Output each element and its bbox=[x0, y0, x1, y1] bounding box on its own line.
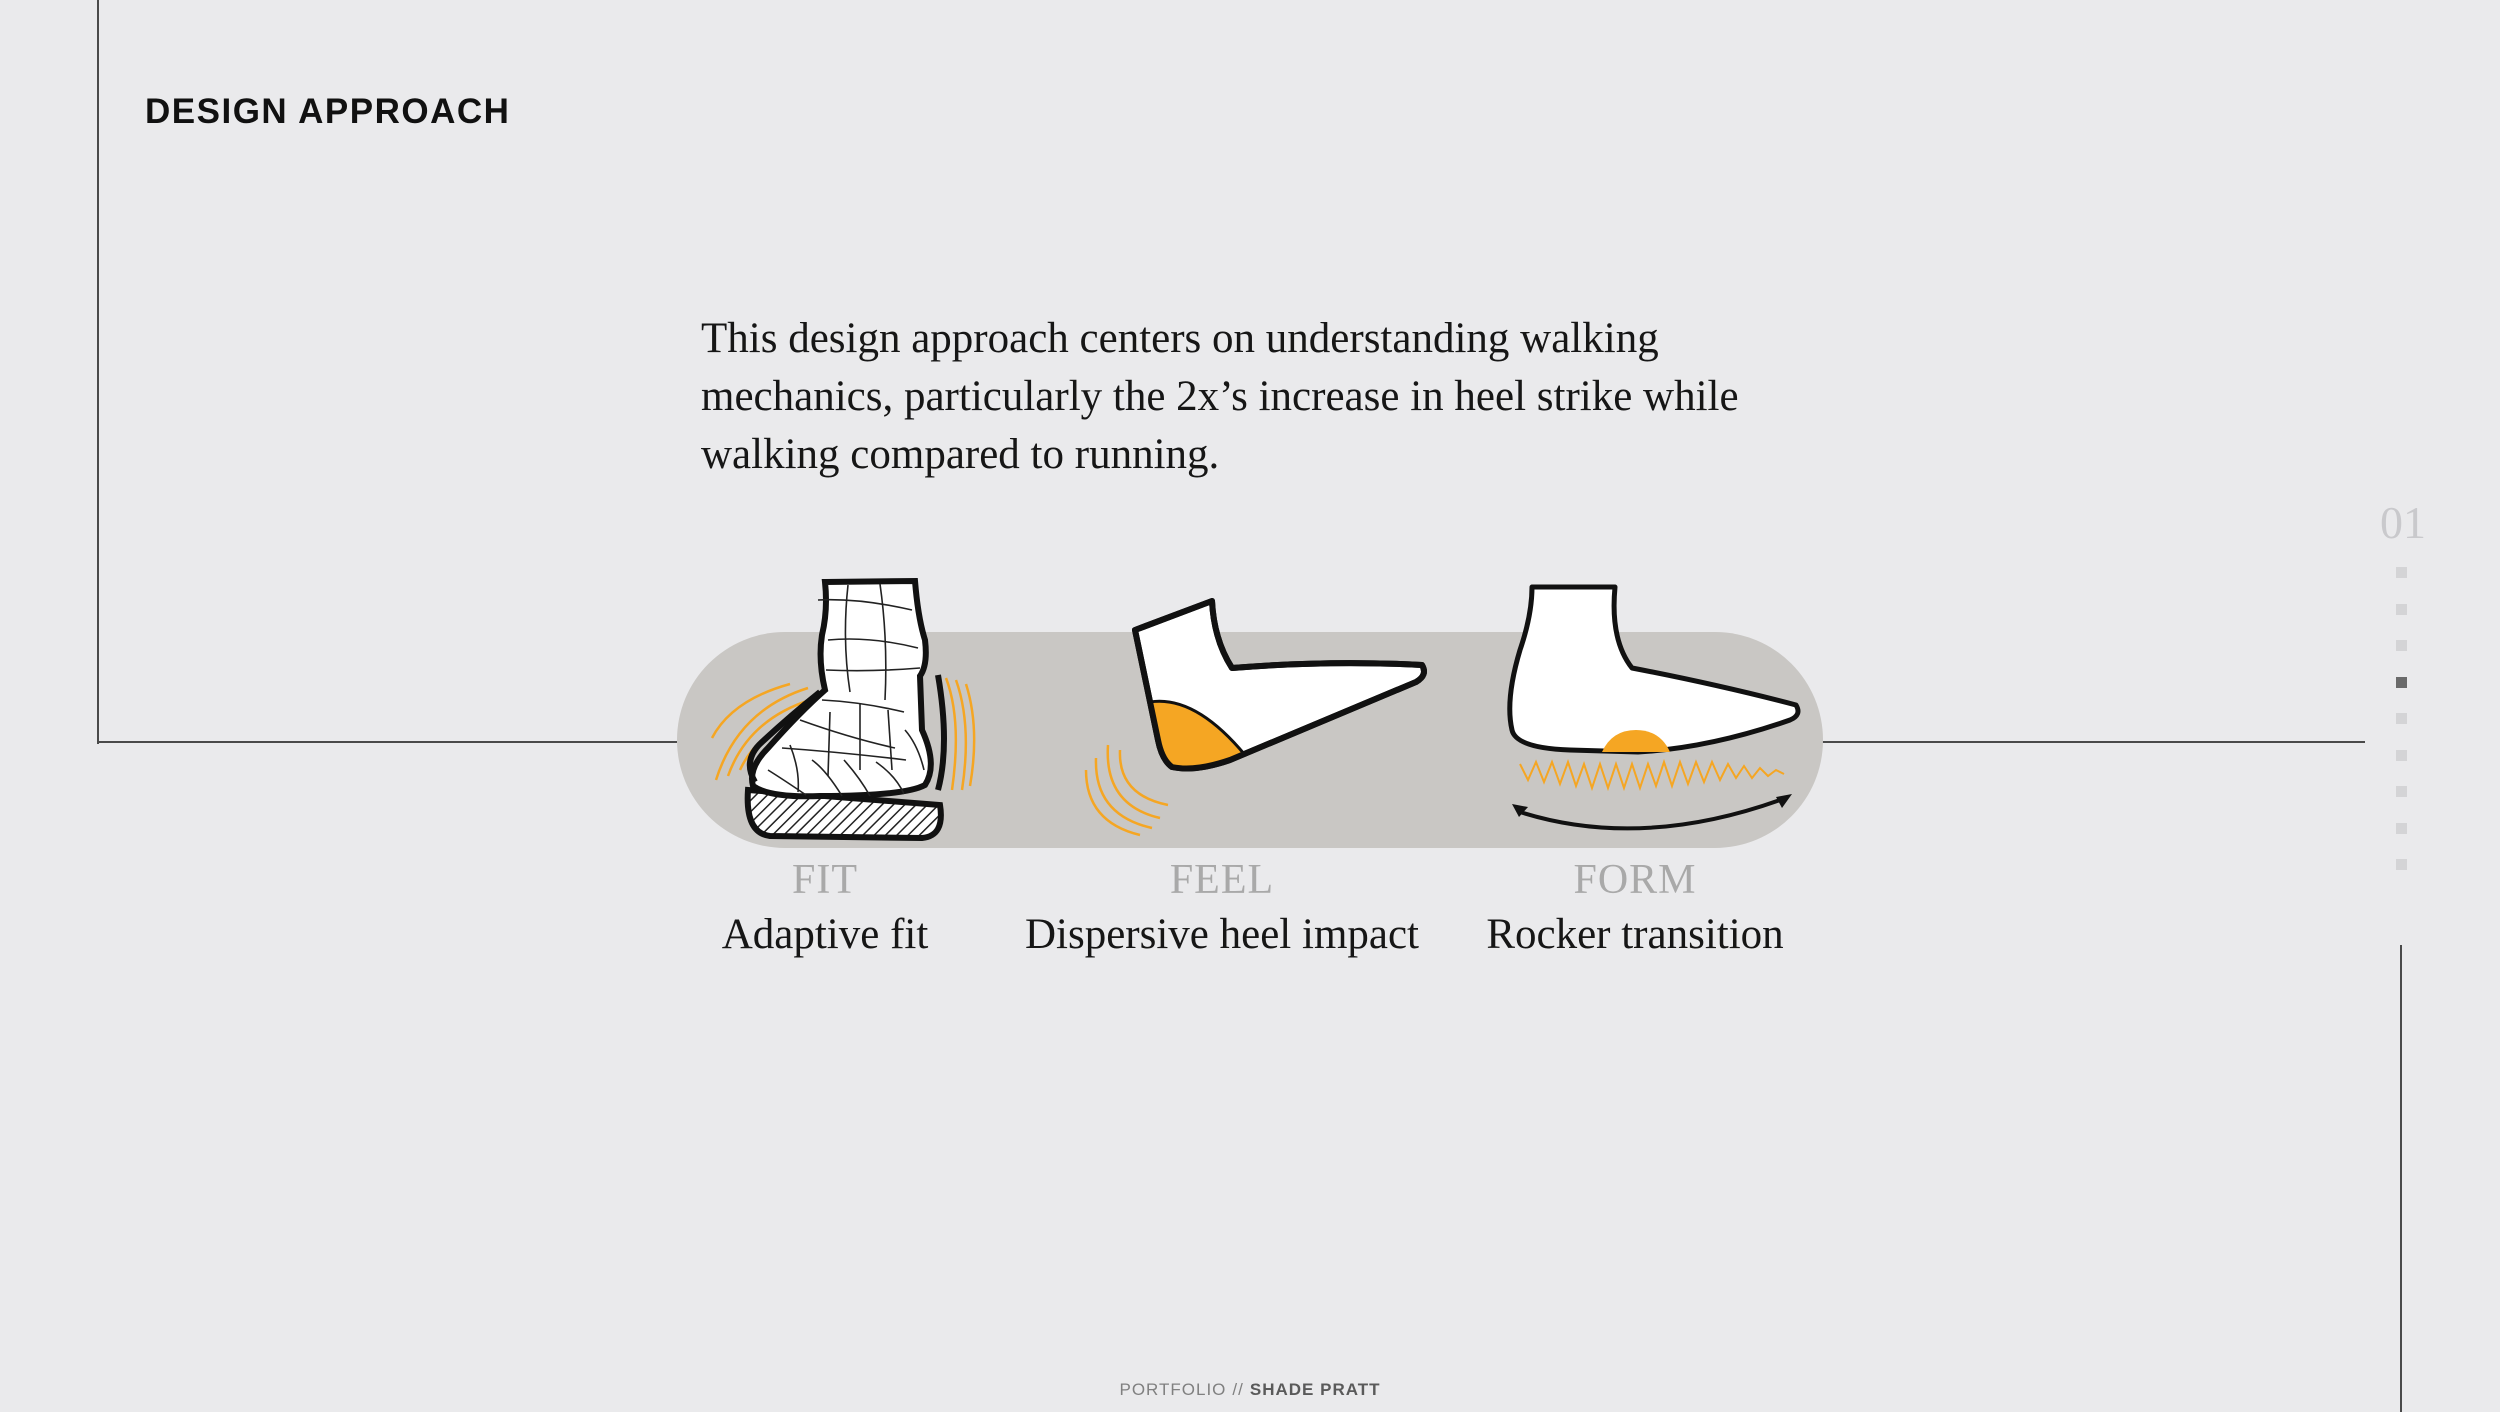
rocker-sole-icon bbox=[1507, 584, 1801, 831]
pillar-fit: FIT Adaptive fit bbox=[585, 855, 1065, 965]
page-indicator-dot[interactable] bbox=[2396, 859, 2407, 870]
frame-vertical-line bbox=[97, 0, 99, 744]
frame-horizontal-line-right bbox=[1822, 741, 2365, 743]
pillar-title: FORM bbox=[1573, 857, 1697, 903]
section-title: DESIGN APPROACH bbox=[145, 92, 511, 131]
footer: PORTFOLIO // SHADE PRATT bbox=[0, 1380, 2500, 1400]
page-number: 01 bbox=[2380, 497, 2426, 548]
heel-impact-icon bbox=[1084, 598, 1427, 837]
page-indicator-dot-active[interactable] bbox=[2396, 676, 2407, 688]
frame-horizontal-line-left bbox=[97, 741, 677, 743]
page-indicator-dot[interactable] bbox=[2396, 749, 2407, 761]
pillar-form: FORM Rocker transition bbox=[1395, 855, 1875, 965]
right-vertical-line bbox=[2400, 945, 2402, 1412]
footer-separator: // bbox=[1232, 1380, 1244, 1399]
footer-author: SHADE PRATT bbox=[1249, 1380, 1381, 1399]
foot-skeleton-icon bbox=[710, 577, 976, 842]
design-pillars-illustration bbox=[677, 577, 1823, 848]
intro-paragraph: This design approach centers on understa… bbox=[701, 315, 1739, 478]
pillar-feel: FEEL Dispersive heel impact bbox=[982, 855, 1462, 965]
pillar-subtitle: Adaptive fit bbox=[721, 911, 929, 958]
page-indicator-dot[interactable] bbox=[2396, 713, 2407, 724]
pillar-title: FEEL bbox=[1169, 857, 1275, 903]
page-indicator bbox=[2396, 567, 2410, 896]
pillar-subtitle: Dispersive heel impact bbox=[1024, 911, 1420, 958]
page-indicator-dot[interactable] bbox=[2396, 786, 2407, 797]
page-indicator-dot[interactable] bbox=[2396, 567, 2407, 578]
pillar-subtitle: Rocker transition bbox=[1486, 911, 1784, 958]
pillar-title: FIT bbox=[792, 857, 858, 903]
page-indicator-dot[interactable] bbox=[2396, 603, 2407, 615]
page-indicator-dot[interactable] bbox=[2396, 822, 2407, 834]
footer-label: PORTFOLIO bbox=[1119, 1380, 1227, 1399]
page-indicator-dot[interactable] bbox=[2396, 640, 2407, 651]
